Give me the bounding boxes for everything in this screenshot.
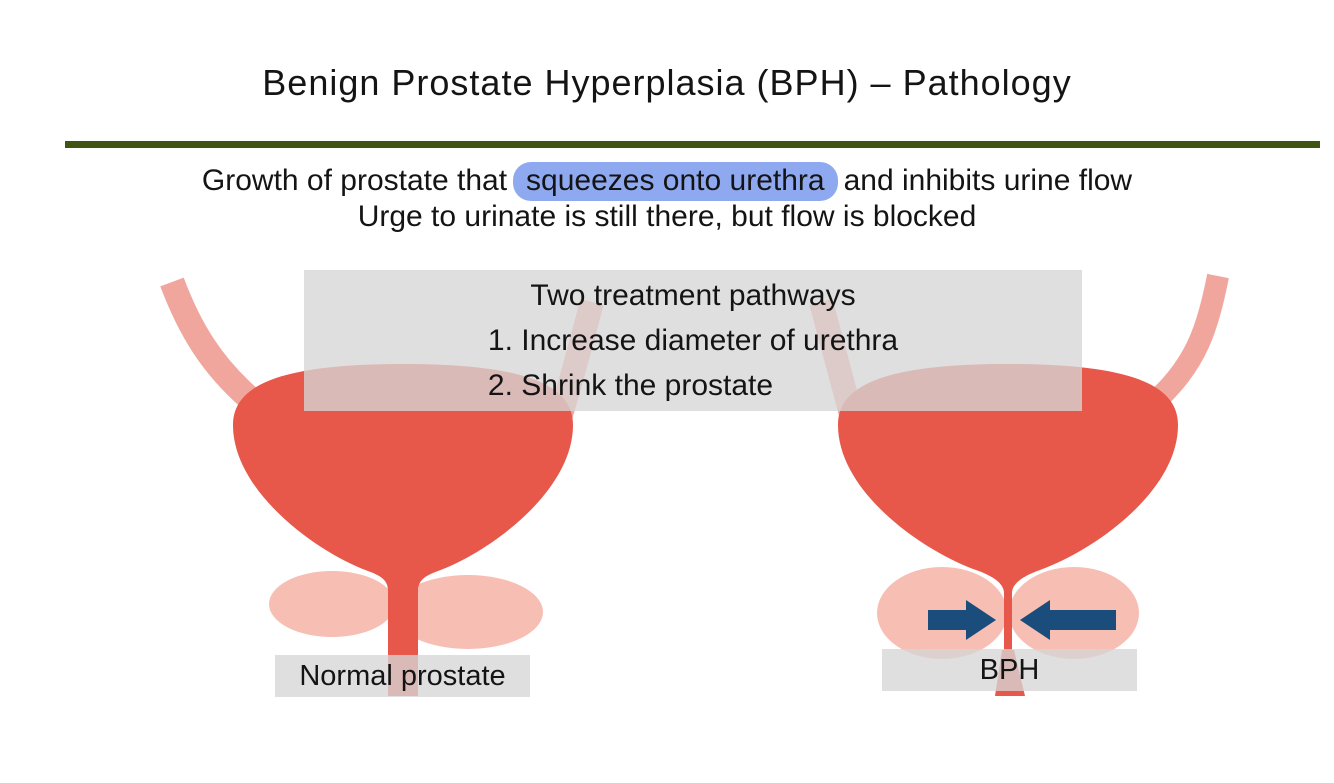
title-divider-rule <box>65 141 1320 148</box>
bph-bladder-body <box>838 364 1178 652</box>
normal-prostate-left-lobe <box>269 571 395 637</box>
highlighted-phrase: squeezes onto urethra <box>513 162 838 201</box>
normal-prostate-label: Normal prostate <box>275 655 530 697</box>
normal-prostate-right-lobe <box>393 575 543 649</box>
squeeze-arrow-right-icon <box>928 600 996 640</box>
subtitle-line-2: Urge to urinate is still there, but flow… <box>357 200 977 233</box>
subtitle-post-text: and inhibits urine flow <box>843 164 1133 197</box>
treatment-items: 1. Increase diameter of urethra 2. Shrin… <box>488 318 898 408</box>
normal-bladder-body <box>233 364 573 696</box>
bph-outer-ureter <box>1153 273 1229 404</box>
squeeze-arrow-left-icon <box>1020 600 1116 640</box>
treatment-item-1: 1. Increase diameter of urethra <box>487 324 899 357</box>
treatment-pathways-box: Two treatment pathways 1. Increase diame… <box>304 270 1082 411</box>
normal-outer-ureter <box>160 277 257 407</box>
treatment-item-2: 2. Shrink the prostate <box>487 369 774 402</box>
bph-label: BPH <box>882 649 1137 691</box>
slide-title: Benign Prostate Hyperplasia (BPH) – Path… <box>262 62 1072 103</box>
subtitle-pre-text: Growth of prostate that <box>201 164 508 197</box>
treatment-heading: Two treatment pathways <box>530 279 856 312</box>
